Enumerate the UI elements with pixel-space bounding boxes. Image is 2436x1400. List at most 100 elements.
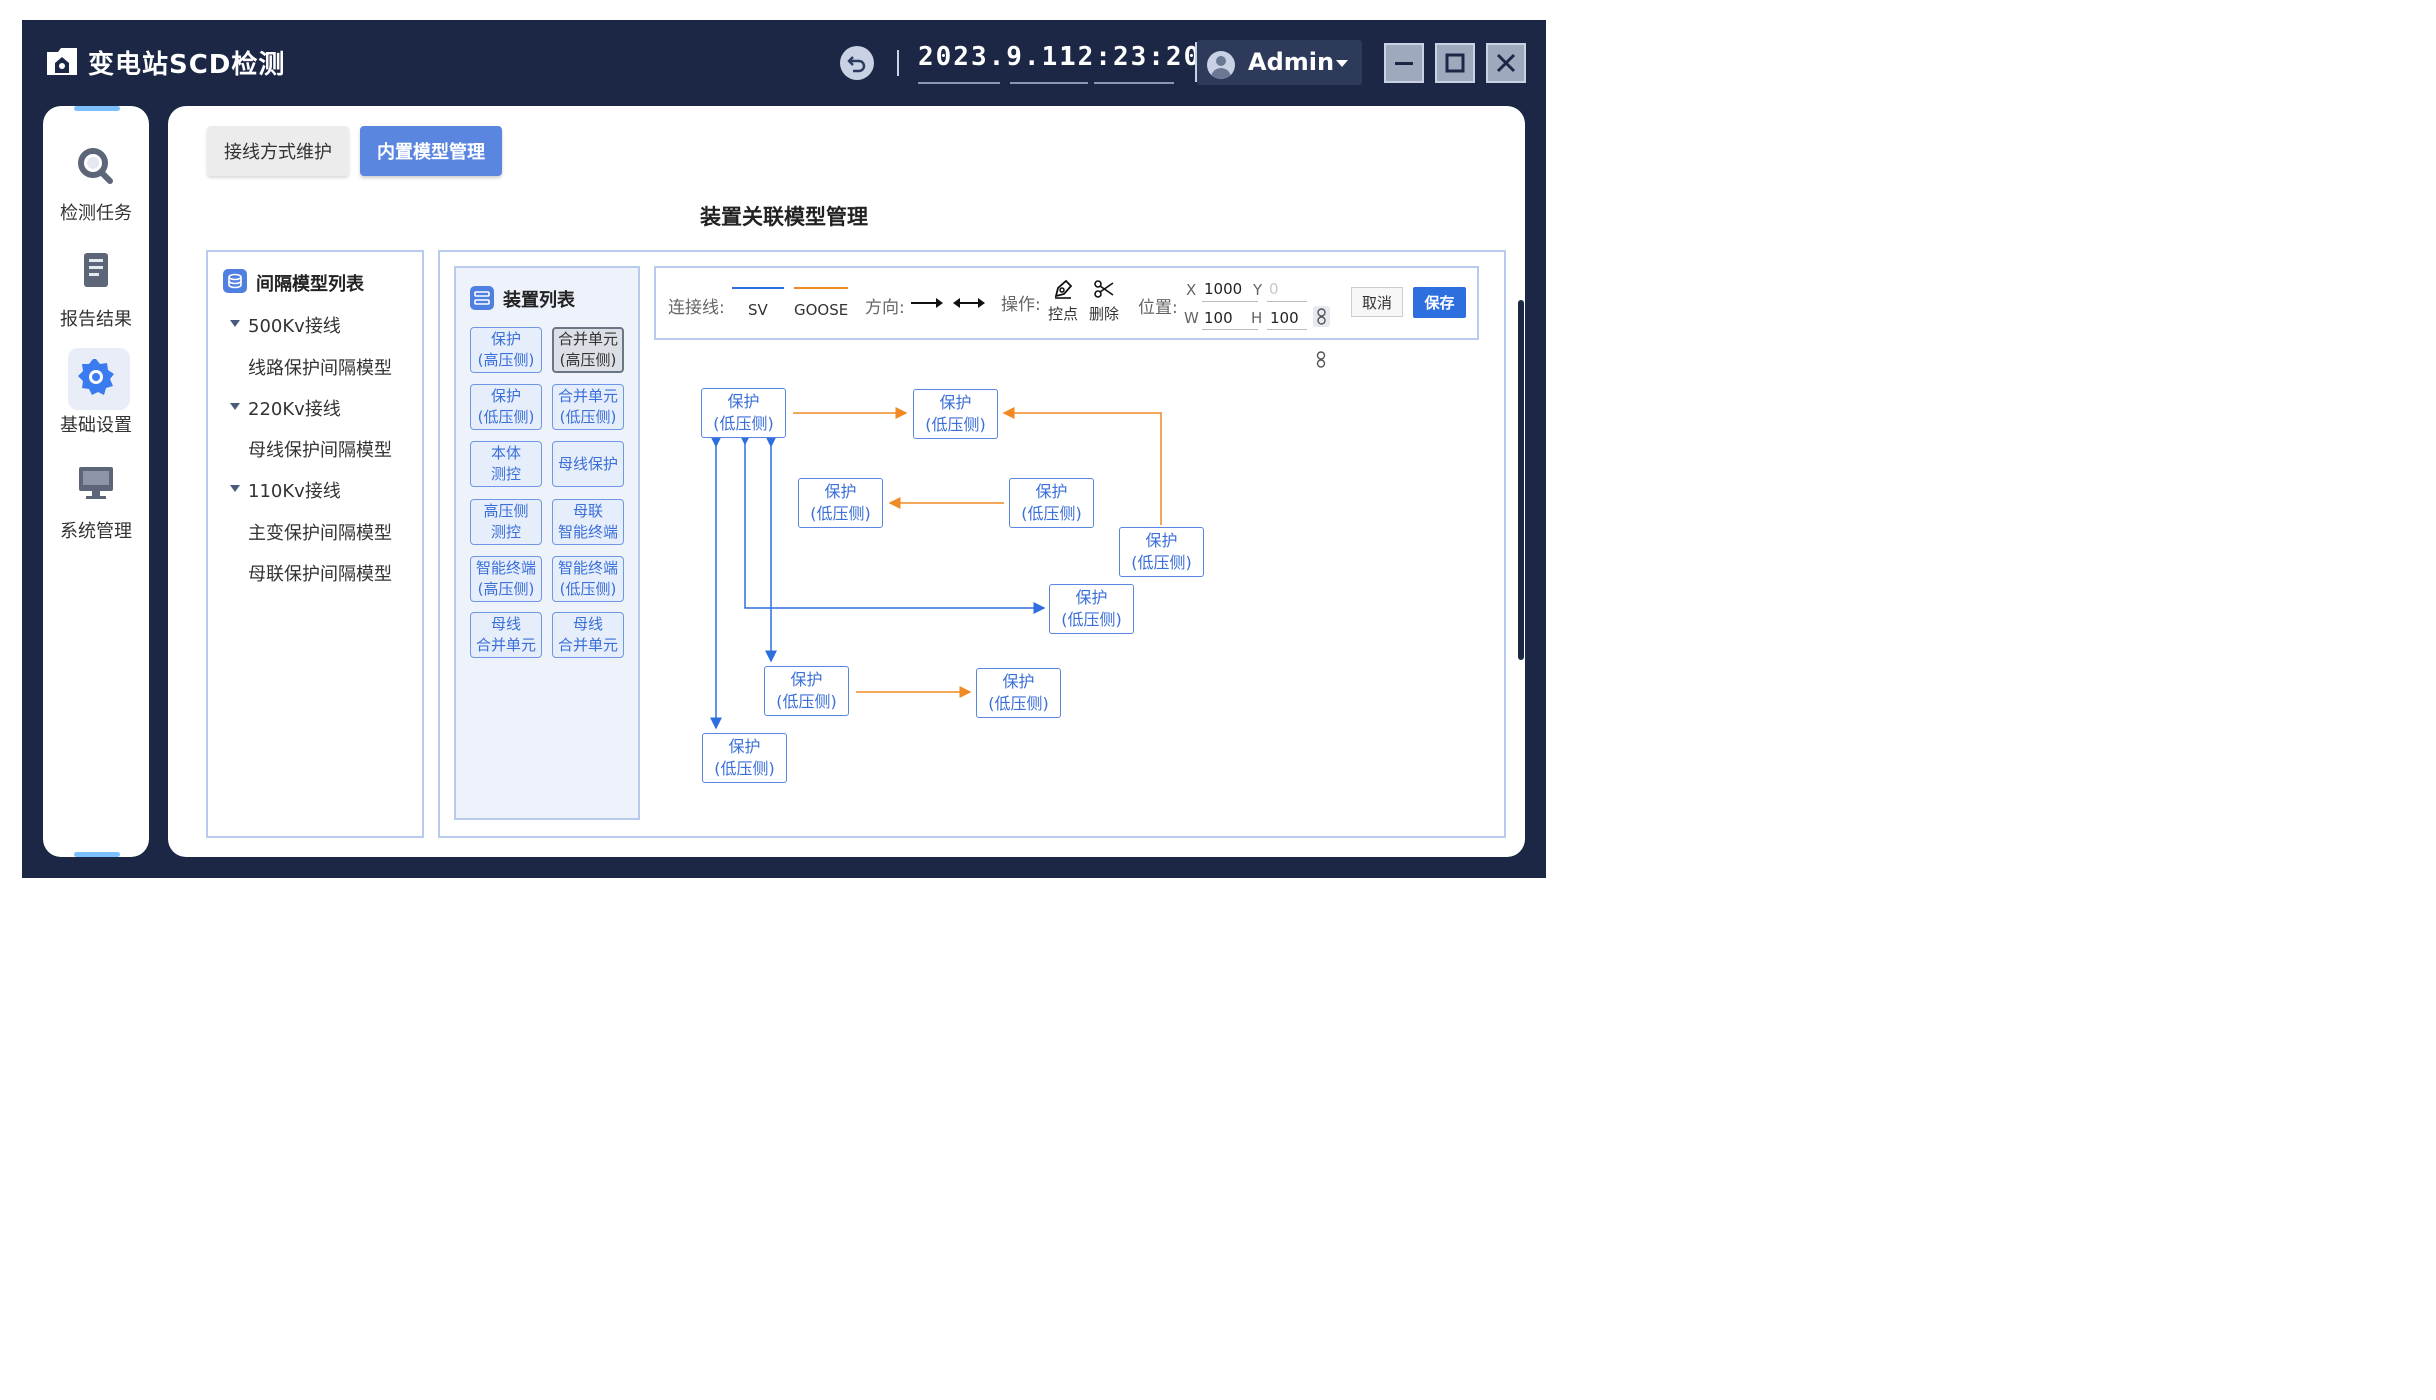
device-item[interactable]: 合并单元(高压侧) <box>552 327 624 373</box>
y-input[interactable]: 0 <box>1269 280 1279 298</box>
w-label: W <box>1184 309 1199 327</box>
direction-label: 方向: <box>865 298 905 318</box>
diagram-node[interactable]: 保护(低压侧) <box>1049 584 1134 634</box>
caret-down-icon[interactable] <box>230 320 240 327</box>
w-input-underline <box>1202 329 1258 330</box>
device-item[interactable]: 母线保护 <box>552 441 624 487</box>
back-arrow-icon <box>847 56 866 73</box>
node-line1: 保护 <box>1002 672 1035 691</box>
w-input[interactable]: 100 <box>1204 309 1233 327</box>
tree-item-transformer-protection[interactable]: 主变保护间隔模型 <box>248 523 392 544</box>
sidebar-notch <box>74 852 120 857</box>
device-item-line2: 合并单元 <box>475 636 536 654</box>
connection-line-label: 连接线: <box>668 298 725 318</box>
tree-group-500kv[interactable]: 500Kv接线 <box>248 316 341 337</box>
maximize-icon <box>1445 53 1465 73</box>
scissors-icon[interactable] <box>1093 279 1115 299</box>
x-input-underline <box>1202 301 1258 302</box>
diagram-node[interactable]: 保护(低压侧) <box>702 733 787 783</box>
sidebar-item-basic-settings[interactable]: 基础设置 <box>43 357 149 437</box>
pen-icon[interactable] <box>1052 278 1074 300</box>
diagram-node[interactable]: 保护(低压侧) <box>798 478 883 528</box>
tab-wiring-maintenance[interactable]: 接线方式维护 <box>207 126 349 176</box>
sidebar-item-report-result[interactable]: 报告结果 <box>43 251 149 331</box>
sidebar-item-detection-task[interactable]: 检测任务 <box>43 145 149 225</box>
device-item[interactable]: 母线合并单元 <box>552 612 624 658</box>
node-line1: 保护 <box>727 392 760 411</box>
device-item-line2: (高压侧) <box>477 351 535 369</box>
sidebar-item-system-management[interactable]: 系统管理 <box>43 463 149 543</box>
close-button[interactable] <box>1486 43 1526 83</box>
sv-line-swatch[interactable] <box>732 287 784 289</box>
close-icon <box>1496 53 1516 73</box>
node-line1: 保护 <box>790 670 823 689</box>
device-item[interactable]: 保护(低压侧) <box>470 384 542 430</box>
device-item[interactable]: 智能终端(低压侧) <box>552 556 624 602</box>
model-canvas <box>438 250 1506 838</box>
device-item[interactable]: 高压侧测控 <box>470 499 542 545</box>
diagram-node[interactable]: 保护(低压侧) <box>976 668 1061 718</box>
node-line1: 保护 <box>1035 482 1068 501</box>
diagram-node[interactable]: 保护(低压侧) <box>1119 527 1204 577</box>
caret-down-icon[interactable] <box>230 403 240 410</box>
device-item-line1: 智能终端 <box>475 559 536 577</box>
y-input-underline <box>1267 301 1307 302</box>
device-item[interactable]: 合并单元(低压侧) <box>552 384 624 430</box>
link-icon <box>1316 351 1326 368</box>
device-item-line1: 母联 <box>572 502 603 520</box>
interval-model-panel <box>206 250 424 838</box>
diagram-node[interactable]: 保护(低压侧) <box>764 666 849 716</box>
maximize-button[interactable] <box>1435 43 1475 83</box>
tree-group-220kv[interactable]: 220Kv接线 <box>248 399 341 420</box>
back-button[interactable] <box>840 46 874 80</box>
header-date: 2023.9.11 <box>918 42 1077 72</box>
tree-item-bus-coupler-protection[interactable]: 母联保护间隔模型 <box>248 564 392 585</box>
h-input[interactable]: 100 <box>1270 309 1299 327</box>
page-title: 装置关联模型管理 <box>700 205 868 229</box>
diagram-node[interactable]: 保护 (低压侧) <box>1009 478 1094 528</box>
node-line1: 保护 <box>824 482 857 501</box>
device-item-line1: 高压侧 <box>483 502 529 520</box>
tree-title: 间隔模型列表 <box>256 274 364 295</box>
node-line1: 保护 <box>1145 531 1178 550</box>
minimize-button[interactable] <box>1384 43 1424 83</box>
device-item[interactable]: 保护(高压侧) <box>470 327 542 373</box>
chevron-down-icon[interactable] <box>1336 60 1348 67</box>
position-label: 位置: <box>1138 298 1178 318</box>
device-list-title: 装置列表 <box>503 290 575 311</box>
save-button[interactable]: 保存 <box>1413 287 1466 318</box>
tree-item-bus-protection[interactable]: 母线保护间隔模型 <box>248 440 392 461</box>
main-side-rail <box>1518 300 1524 660</box>
delete-label[interactable]: 删除 <box>1089 305 1120 323</box>
control-point-label[interactable]: 控点 <box>1048 305 1079 323</box>
node-line2: (低压侧) <box>1021 504 1082 523</box>
goose-link <box>1002 407 1162 525</box>
tree-item-line-protection[interactable]: 线路保护间隔模型 <box>248 358 392 379</box>
goose-line-swatch[interactable] <box>794 287 848 289</box>
device-item-line1: 母线 <box>572 615 603 633</box>
time-underline <box>1094 82 1174 84</box>
device-item-line2: (低压侧) <box>559 408 617 426</box>
cancel-button[interactable]: 取消 <box>1351 287 1403 317</box>
device-item-line1: 母线保护 <box>557 454 618 473</box>
tree-group-110kv[interactable]: 110Kv接线 <box>248 481 341 502</box>
device-item[interactable]: 本体测控 <box>470 441 542 487</box>
device-item[interactable]: 智能终端(高压侧) <box>470 556 542 602</box>
device-item[interactable]: 母联智能终端 <box>552 499 624 545</box>
node-line1: 保护 <box>728 737 761 756</box>
tab-builtin-model[interactable]: 内置模型管理 <box>360 126 502 176</box>
caret-down-icon[interactable] <box>230 485 240 492</box>
device-item-line1: 本体 <box>490 444 521 462</box>
diagram-node[interactable]: 保护(低压侧) <box>913 389 998 439</box>
device-item-line1: 智能终端 <box>557 559 618 577</box>
arrow-right-icon[interactable] <box>910 296 944 310</box>
x-label: X <box>1186 281 1197 299</box>
aspect-lock-button[interactable] <box>1313 306 1330 327</box>
goose-line-label[interactable]: GOOSE <box>794 301 849 319</box>
x-input[interactable]: 1000 <box>1204 280 1243 298</box>
device-item[interactable]: 母线合并单元 <box>470 612 542 658</box>
sidebar-notch <box>74 106 120 111</box>
diagram-node[interactable]: 保护(低压侧) <box>701 388 786 438</box>
arrow-both-icon[interactable] <box>952 296 986 310</box>
sv-line-label[interactable]: SV <box>748 301 768 319</box>
